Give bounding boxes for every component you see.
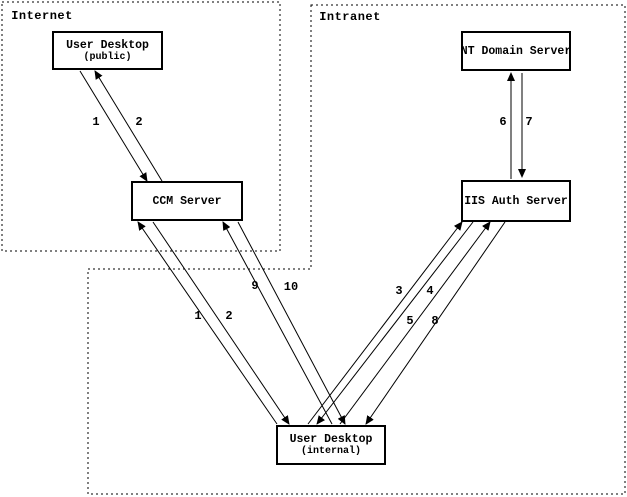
edge-label-1-public: 1: [92, 115, 100, 129]
edge-flow-1-user-desktop-public-to-ccm-server: [79, 70, 148, 182]
edge-flow-5-user-desktop-internal-to-iis-auth-server: [339, 221, 491, 425]
edge-label-3: 3: [395, 284, 403, 298]
node-title: User Desktop: [289, 433, 373, 446]
edge-label-6: 6: [499, 115, 507, 129]
node-title: User Desktop: [66, 38, 149, 52]
node-subtitle: (internal): [300, 446, 361, 457]
edge-label-4: 4: [426, 284, 434, 298]
edge-flow-3-user-desktop-internal-to-iis-auth-server: [307, 221, 463, 425]
edge-flow-4-iis-auth-server-to-user-desktop-internal: [316, 221, 474, 425]
node-title: NT Domain Server: [460, 44, 572, 58]
edge-label-7: 7: [525, 115, 533, 129]
edge-label-1-internal: 1: [194, 309, 202, 323]
edge-label-5: 5: [406, 314, 414, 328]
node-subtitle: (public): [83, 51, 132, 63]
edge-flow-1-user-desktop-internal-to-ccm-server: [137, 221, 278, 425]
edge-label-10: 10: [283, 280, 299, 294]
node-user-desktop-public: User Desktop (public): [52, 31, 163, 70]
edge-flow-2-ccm-server-to-user-desktop-public: [94, 70, 163, 182]
edge-label-8: 8: [431, 314, 439, 328]
node-ccm-server: CCM Server: [131, 181, 243, 221]
node-user-desktop-internal: User Desktop (internal): [276, 425, 386, 465]
edge-label-2-public: 2: [135, 115, 143, 129]
region-label-intranet: Intranet: [319, 10, 381, 24]
edge-flow-9-user-desktop-internal-to-ccm-server: [222, 221, 333, 425]
region-outline-internet: [1, 1, 281, 252]
edge-label-2-internal: 2: [225, 309, 233, 323]
edge-flow-2-ccm-server-to-user-desktop-internal: [152, 221, 290, 425]
edge-flow-8-iis-auth-server-to-user-desktop-internal: [365, 221, 506, 425]
region-outline-intranet: [87, 4, 626, 495]
edge-flow-10-ccm-server-to-user-desktop-internal: [237, 221, 346, 425]
node-iis-auth-server: IIS Auth Server: [461, 180, 571, 222]
node-title: CCM Server: [152, 194, 222, 208]
node-nt-domain-server: NT Domain Server: [461, 31, 571, 71]
region-label-internet: Internet: [11, 9, 73, 23]
node-title: IIS Auth Server: [464, 194, 568, 208]
edge-label-9: 9: [251, 279, 259, 293]
